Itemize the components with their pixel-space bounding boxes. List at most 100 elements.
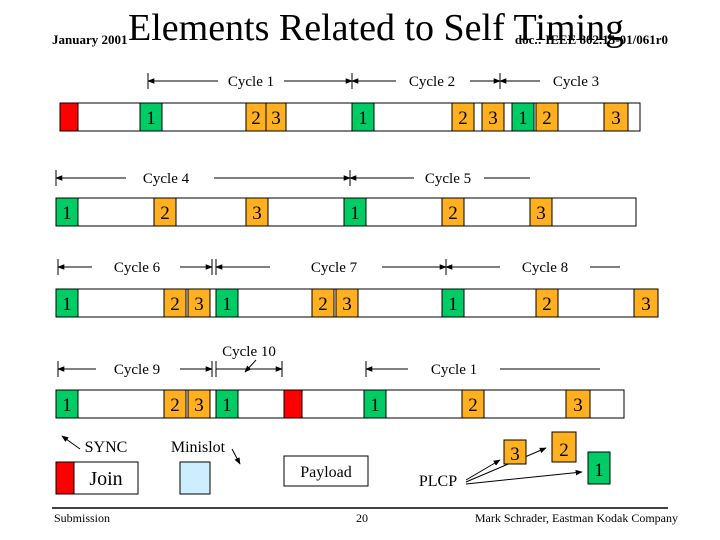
- row-4-slot: 1: [363, 389, 387, 419]
- footer-page-number: 20: [356, 511, 368, 525]
- row-2-slot: 3: [245, 197, 269, 227]
- legend-sync-label: SYNC: [85, 439, 128, 456]
- svg-text:1: 1: [518, 108, 528, 129]
- svg-text:3: 3: [641, 294, 651, 315]
- row-1-sync-slot: [59, 102, 79, 132]
- row-1-slot: 2: [451, 102, 475, 132]
- svg-text:2: 2: [559, 440, 569, 461]
- svg-text:1: 1: [146, 108, 156, 129]
- svg-text:2: 2: [251, 108, 261, 129]
- row-2-slot: 2: [153, 197, 177, 227]
- footer-author: Mark Schrader, Eastman Kodak Company: [474, 511, 678, 525]
- page-title: Elements Related to Self Timing: [128, 7, 625, 49]
- svg-text:3: 3: [573, 395, 583, 416]
- legend-plcp-label: PLCP: [419, 473, 457, 490]
- svg-text:3: 3: [194, 395, 204, 416]
- header-date: January 2001: [52, 32, 128, 47]
- svg-text:3: 3: [510, 444, 520, 465]
- legend: SYNC Join Minislot Payload PLCP 3 2 1: [55, 431, 611, 495]
- row-1: Cycle 1 Cycle 2 Cycle 3 1 2 3 1 2 3 1 2 …: [59, 73, 641, 132]
- legend-join-box: [73, 461, 139, 495]
- row-1-slot: 2: [535, 102, 559, 132]
- row-3-cycle-7-label: Cycle 7: [311, 260, 358, 276]
- svg-text:3: 3: [342, 294, 352, 315]
- row-4-slot: 1: [215, 389, 239, 419]
- svg-text:2: 2: [318, 294, 328, 315]
- row-3-slot: 1: [441, 288, 465, 318]
- row-1-slot: 3: [603, 102, 629, 132]
- legend-sync-pointer: [61, 435, 81, 450]
- footer-submission: Submission: [54, 511, 111, 525]
- row-2-cycle-5-label: Cycle 5: [425, 171, 471, 187]
- row-1-slot: 1: [139, 102, 163, 132]
- row-2-cycle-4-label: Cycle 4: [143, 171, 190, 187]
- row-4-cycle-1-label: Cycle 1: [431, 362, 477, 378]
- row-3-slot: 3: [335, 288, 359, 318]
- svg-text:2: 2: [448, 203, 458, 224]
- svg-text:1: 1: [222, 294, 232, 315]
- row-1-cycle-1-label: Cycle 1: [228, 74, 274, 90]
- svg-text:3: 3: [488, 108, 498, 129]
- row-3-slot: 2: [535, 288, 559, 318]
- row-3-slot: 2: [163, 288, 187, 318]
- svg-text:2: 2: [542, 294, 552, 315]
- row-1-cycle-3-label: Cycle 3: [553, 74, 599, 90]
- row-1-slot: 1: [511, 102, 535, 132]
- row-1-slot: 2: [245, 102, 267, 132]
- svg-text:2: 2: [468, 395, 478, 416]
- svg-text:1: 1: [62, 395, 72, 416]
- header-doc-id: doc.: IEEE 802.15-01/061r0: [514, 32, 668, 47]
- svg-text:1: 1: [448, 294, 458, 315]
- row-4-slot: 1: [55, 389, 79, 419]
- svg-text:3: 3: [194, 294, 204, 315]
- row-1-slot: 1: [351, 102, 375, 132]
- row-4: Cycle 10 Cycle 9 Cycle 1 1 2 3 1 1 2 3: [55, 344, 625, 419]
- row-4-slot: 2: [461, 389, 485, 419]
- svg-text:3: 3: [536, 203, 546, 224]
- legend-minislot-label: Minislot: [171, 439, 226, 456]
- svg-text:2: 2: [160, 203, 170, 224]
- row-3-slot: 3: [187, 288, 211, 318]
- row-2-slot: 1: [55, 197, 79, 227]
- legend-payload-label: Payload: [300, 464, 352, 481]
- row-3-slot: 3: [633, 288, 659, 318]
- row-3-cycle-6-label: Cycle 6: [114, 260, 161, 276]
- row-3-cycle-8-label: Cycle 8: [522, 260, 568, 276]
- row-3-slot: 2: [311, 288, 335, 318]
- svg-text:1: 1: [222, 395, 232, 416]
- legend-join-label: Join: [89, 468, 122, 490]
- legend-plcp-mark: 3: [503, 439, 527, 465]
- row-4-cycle-10-label: Cycle 10: [222, 344, 276, 360]
- row-2-slot: 3: [529, 197, 553, 227]
- row-2-slot: 2: [441, 197, 465, 227]
- svg-text:1: 1: [350, 203, 360, 224]
- row-4-cycle-10-pointer: [244, 359, 257, 373]
- row-3-slot: 1: [215, 288, 239, 318]
- row-4-slot: 3: [565, 389, 591, 419]
- legend-plcp-pointer-2: [465, 447, 547, 483]
- svg-text:2: 2: [542, 108, 552, 129]
- legend-payload-box: [283, 455, 369, 487]
- svg-text:1: 1: [594, 460, 604, 481]
- legend-minislot-swatch: [179, 461, 211, 495]
- svg-text:1: 1: [62, 203, 72, 224]
- svg-text:2: 2: [170, 294, 180, 315]
- svg-text:2: 2: [170, 395, 180, 416]
- legend-plcp-pointer-1: [465, 469, 583, 485]
- svg-text:2: 2: [458, 108, 468, 129]
- row-4-cycle-9-label: Cycle 9: [114, 362, 160, 378]
- row-4-timeline-bar: [55, 389, 625, 419]
- svg-text:1: 1: [370, 395, 380, 416]
- svg-text:1: 1: [358, 108, 368, 129]
- legend-plcp-mark: 1: [587, 451, 611, 485]
- row-3: Cycle 6 Cycle 7 Cycle 8 1 2 3 1 2 3 1 2 …: [55, 259, 659, 318]
- svg-text:1: 1: [62, 294, 72, 315]
- svg-text:3: 3: [252, 203, 262, 224]
- row-1-cycle-2-label: Cycle 2: [409, 74, 455, 90]
- row-1-slot: 3: [481, 102, 505, 132]
- legend-sync-swatch: [55, 461, 75, 495]
- row-1-slot: 3: [265, 102, 287, 132]
- row-4-slot: 3: [187, 389, 211, 419]
- svg-text:3: 3: [271, 108, 281, 129]
